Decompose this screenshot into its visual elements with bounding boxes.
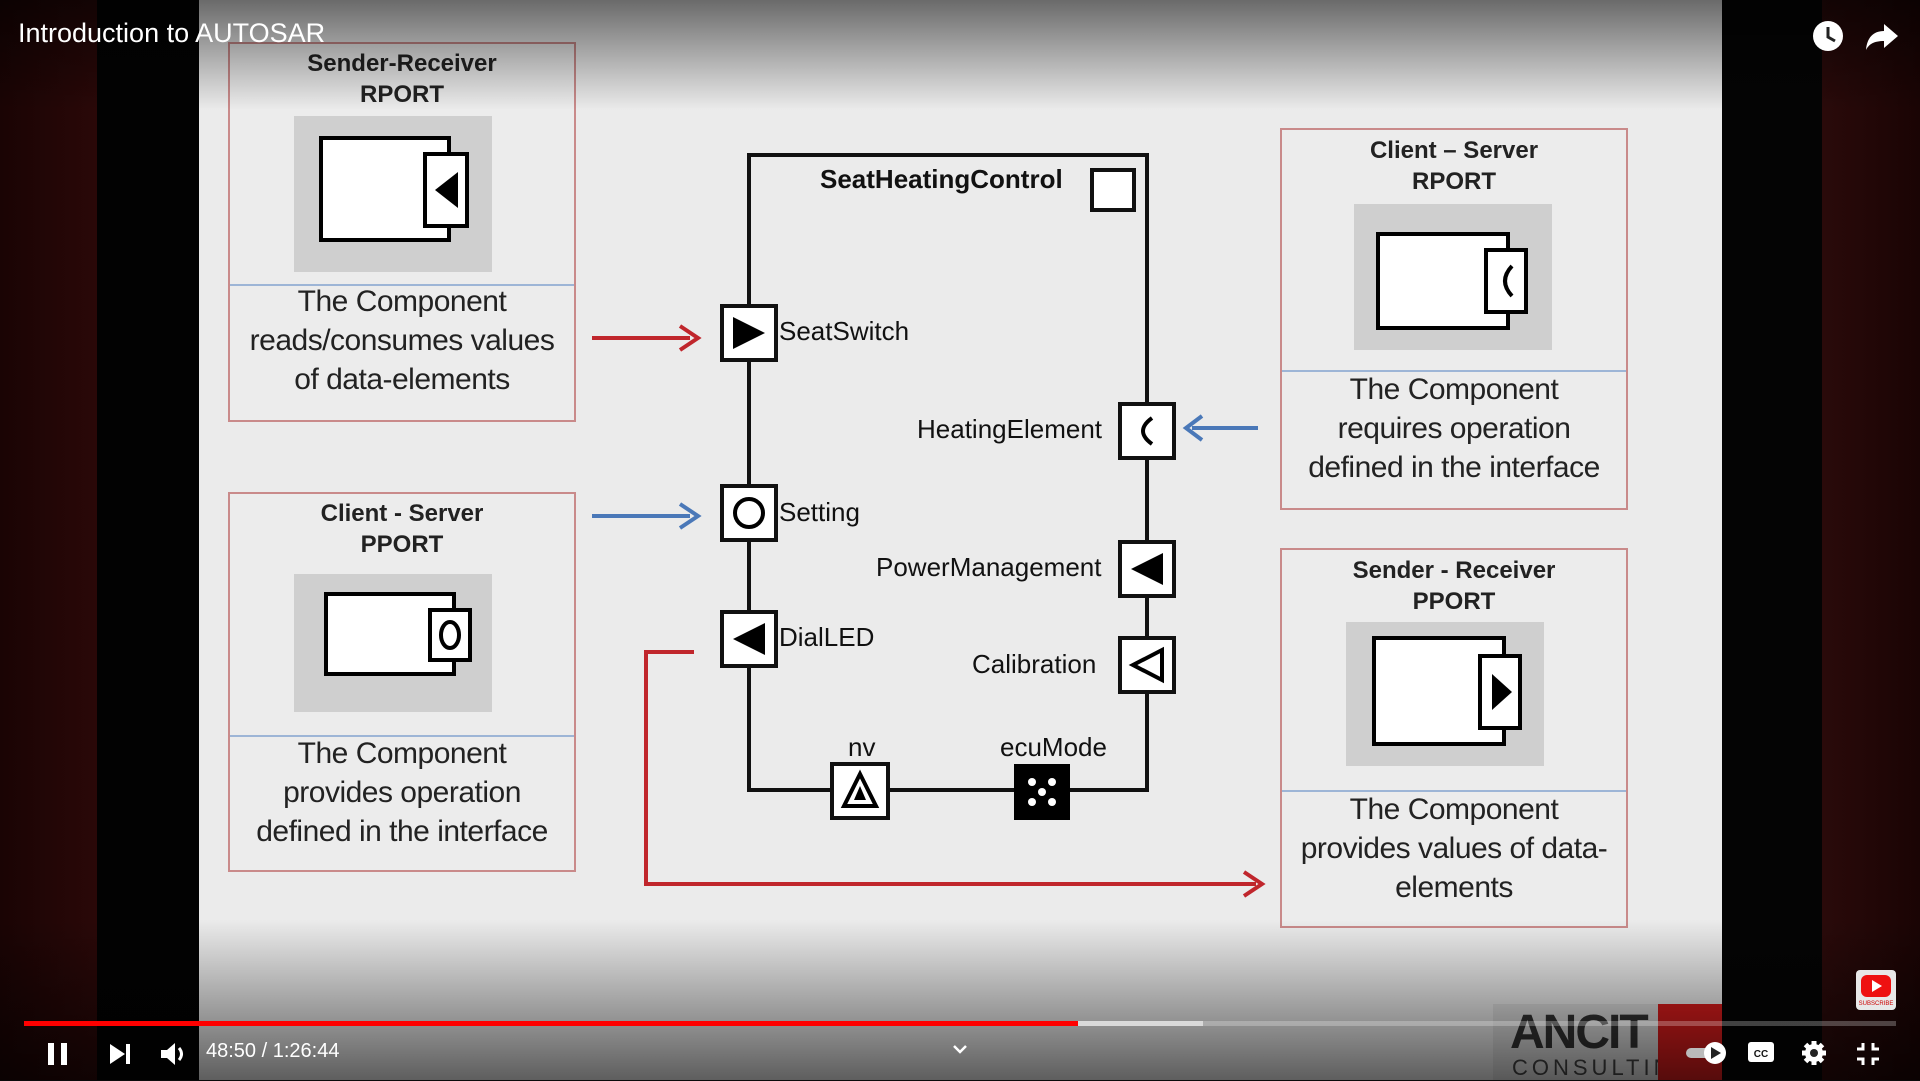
autoplay-toggle[interactable] xyxy=(1684,1040,1730,1066)
ancit-logo-text: ANCIT xyxy=(1510,1006,1649,1059)
power-management-port-icon xyxy=(1118,540,1176,598)
progress-buffered xyxy=(1077,1021,1204,1026)
component-title: SeatHeatingControl xyxy=(820,164,1063,194)
box-description: reads/consumes values xyxy=(249,324,555,357)
box-heading: Client - Server xyxy=(320,500,484,527)
box-description: requires operation xyxy=(1337,412,1571,445)
blue-arrow-to-setting xyxy=(592,502,702,530)
component-with-pport-icon xyxy=(324,592,472,676)
subtitles-icon[interactable]: CC xyxy=(1746,1039,1776,1065)
sender-receiver-pport-box: Sender - Receiver PPORT The Component pr… xyxy=(1280,548,1628,928)
box-description: The Component xyxy=(297,285,507,318)
ecu-mode-port-icon xyxy=(1014,764,1070,820)
pport-sr-image xyxy=(1346,622,1544,766)
port-label-seat-switch: SeatSwitch xyxy=(779,316,910,346)
box-description: The Component xyxy=(297,737,507,770)
blue-arrow-to-heating-element xyxy=(1182,414,1258,442)
video-letterbox-right xyxy=(1822,0,1920,1080)
box-description: The Component xyxy=(1349,793,1559,826)
box-description: elements xyxy=(1395,871,1513,904)
rport-sr-image xyxy=(294,116,492,272)
time-display: 48:50 / 1:26:44 xyxy=(206,1040,340,1062)
client-server-rport-box: Client – Server RPORT The Component requ… xyxy=(1280,128,1628,510)
box-description: defined in the interface xyxy=(256,815,548,848)
box-heading: Sender - Receiver xyxy=(1352,557,1556,584)
box-heading: PPORT xyxy=(1412,588,1496,615)
svg-text:CC: CC xyxy=(1754,1049,1768,1060)
port-label-setting: Setting xyxy=(779,497,860,527)
box-description: defined in the interface xyxy=(1308,451,1600,484)
box-description: provides values of data- xyxy=(1300,832,1608,865)
next-icon[interactable] xyxy=(106,1041,134,1067)
box-heading: PPORT xyxy=(360,531,444,558)
client-server-pport-box: Client - Server PPORT The Component prov… xyxy=(228,492,576,872)
port-label-calibration: Calibration xyxy=(972,649,1097,679)
component-with-rport-icon xyxy=(319,136,469,242)
nv-port-icon xyxy=(830,762,890,820)
rport-cs-image xyxy=(1354,204,1552,350)
watch-later-icon[interactable] xyxy=(1808,16,1848,56)
component-outline xyxy=(747,153,1149,792)
setting-port-icon xyxy=(720,484,778,542)
box-description: of data-elements xyxy=(294,363,510,396)
video-letterbox-left-inner xyxy=(97,0,199,1080)
component-with-required-operation-icon xyxy=(1376,232,1528,330)
port-label-heating-element: HeatingElement xyxy=(917,414,1102,444)
port-label-power-management: PowerManagement xyxy=(876,552,1102,582)
video-letterbox-left xyxy=(0,0,97,1080)
component-with-provided-data-icon xyxy=(1372,636,1522,746)
subscribe-label: SUBSCRIBE xyxy=(1859,1001,1894,1007)
box-description: provides operation xyxy=(283,776,521,809)
red-arrow-to-seat-switch xyxy=(592,324,702,352)
exit-fullscreen-icon[interactable] xyxy=(1854,1040,1882,1068)
port-label-ecu-mode: ecuMode xyxy=(1000,732,1107,762)
seat-switch-port-icon xyxy=(720,304,778,362)
box-heading: RPORT xyxy=(1412,168,1496,195)
chevron-down-icon[interactable] xyxy=(950,1042,970,1056)
pause-icon[interactable] xyxy=(44,1040,72,1068)
heating-element-port-icon xyxy=(1118,402,1176,460)
subscribe-icon[interactable]: SUBSCRIBE xyxy=(1856,970,1896,1010)
progress-played xyxy=(24,1021,1078,1026)
red-arrow-from-dial-led xyxy=(644,650,1266,898)
box-description: The Component xyxy=(1349,373,1559,406)
pport-cs-image xyxy=(294,574,492,712)
calibration-port-icon xyxy=(1118,636,1176,694)
share-icon[interactable] xyxy=(1862,16,1902,56)
volume-icon[interactable] xyxy=(158,1039,190,1069)
port-label-dial-led: DialLED xyxy=(779,622,875,652)
component-icon xyxy=(1090,168,1136,212)
dial-led-port-icon xyxy=(720,610,778,668)
box-heading: Client – Server xyxy=(1369,137,1539,164)
settings-gear-icon[interactable] xyxy=(1800,1039,1828,1067)
video-title[interactable]: Introduction to AUTOSAR xyxy=(18,18,326,48)
port-label-nv: nv xyxy=(848,732,876,762)
